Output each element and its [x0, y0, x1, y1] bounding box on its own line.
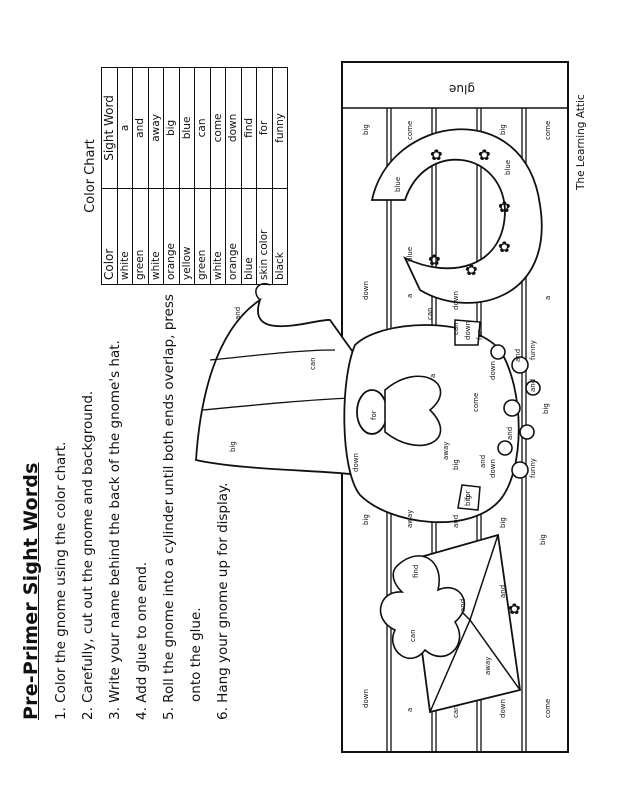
word-label: away — [442, 442, 450, 460]
word-label: down — [464, 321, 472, 340]
word-label: big — [542, 403, 550, 414]
gnome-labels: down down for for for a come away down d… — [352, 307, 550, 506]
word-label: and — [459, 599, 467, 612]
svg-text:✿: ✿ — [498, 238, 511, 256]
gnome-mustache — [384, 375, 442, 447]
word-label: can — [452, 705, 460, 718]
gnome-buttons — [490, 344, 541, 479]
svg-text:✿: ✿ — [428, 251, 441, 269]
word-label: for — [464, 490, 472, 500]
word-label: a — [544, 296, 552, 300]
word-label: big — [499, 517, 507, 528]
word-label: and — [514, 349, 522, 362]
word-label: a — [406, 294, 414, 298]
svg-text:✿: ✿ — [478, 146, 491, 164]
word-label: and — [506, 427, 514, 440]
word-label: come — [544, 121, 552, 140]
word-label: can — [409, 629, 417, 642]
hat-stripes — [202, 349, 351, 411]
word-label: blue — [504, 160, 512, 175]
word-label: and — [499, 585, 507, 598]
svg-text:✿: ✿ — [430, 146, 443, 164]
word-label: big — [452, 459, 460, 470]
svg-text:✿: ✿ — [498, 198, 511, 216]
word-label: and — [529, 379, 537, 392]
word-label: for — [370, 410, 378, 420]
word-label: and — [479, 455, 487, 468]
glue-label: glue — [449, 82, 475, 96]
word-label: funny — [529, 458, 537, 478]
word-label: big — [499, 124, 507, 135]
word-label: for — [476, 330, 484, 340]
horseshoe-labels: blue blue blue — [394, 160, 512, 262]
clover-icons: ✿ ✿ ✿ ✿ ✿ ✿ ✿ — [428, 146, 521, 618]
horseshoe — [370, 128, 543, 304]
word-label: down — [352, 453, 360, 472]
word-label: down — [489, 361, 497, 380]
word-label: can — [452, 322, 460, 335]
word-label: a — [429, 374, 437, 378]
gnome-hat — [195, 297, 361, 477]
clover-leaf — [379, 555, 466, 659]
word-label: come — [544, 699, 552, 718]
word-label: down — [499, 699, 507, 718]
word-label: come — [406, 121, 414, 140]
word-label: a — [406, 708, 414, 712]
word-label: can — [426, 307, 434, 320]
word-label: down — [362, 689, 370, 708]
word-label: and — [452, 515, 460, 528]
word-label: big — [362, 514, 370, 525]
word-label: down — [452, 291, 460, 310]
hat-labels: and can big — [229, 307, 317, 452]
svg-text:✿: ✿ — [465, 261, 478, 279]
word-label: blue — [394, 177, 402, 192]
word-label: away — [406, 510, 414, 528]
word-label: blue — [406, 247, 414, 262]
word-label: down — [362, 281, 370, 300]
word-label: funny — [529, 340, 537, 360]
word-label: come — [472, 393, 480, 412]
svg-text:✿: ✿ — [508, 600, 521, 618]
word-label: and — [234, 307, 242, 320]
word-label: big — [362, 124, 370, 135]
word-label: big — [539, 534, 547, 545]
word-label: big — [464, 495, 472, 506]
word-label: can — [309, 357, 317, 370]
word-label: away — [484, 657, 492, 675]
background-labels: big come big come down a a big away and … — [362, 121, 552, 718]
word-label: down — [489, 459, 497, 478]
word-label: find — [412, 565, 420, 578]
word-label: big — [229, 441, 237, 452]
envelope-labels: find and can away — [409, 565, 492, 675]
